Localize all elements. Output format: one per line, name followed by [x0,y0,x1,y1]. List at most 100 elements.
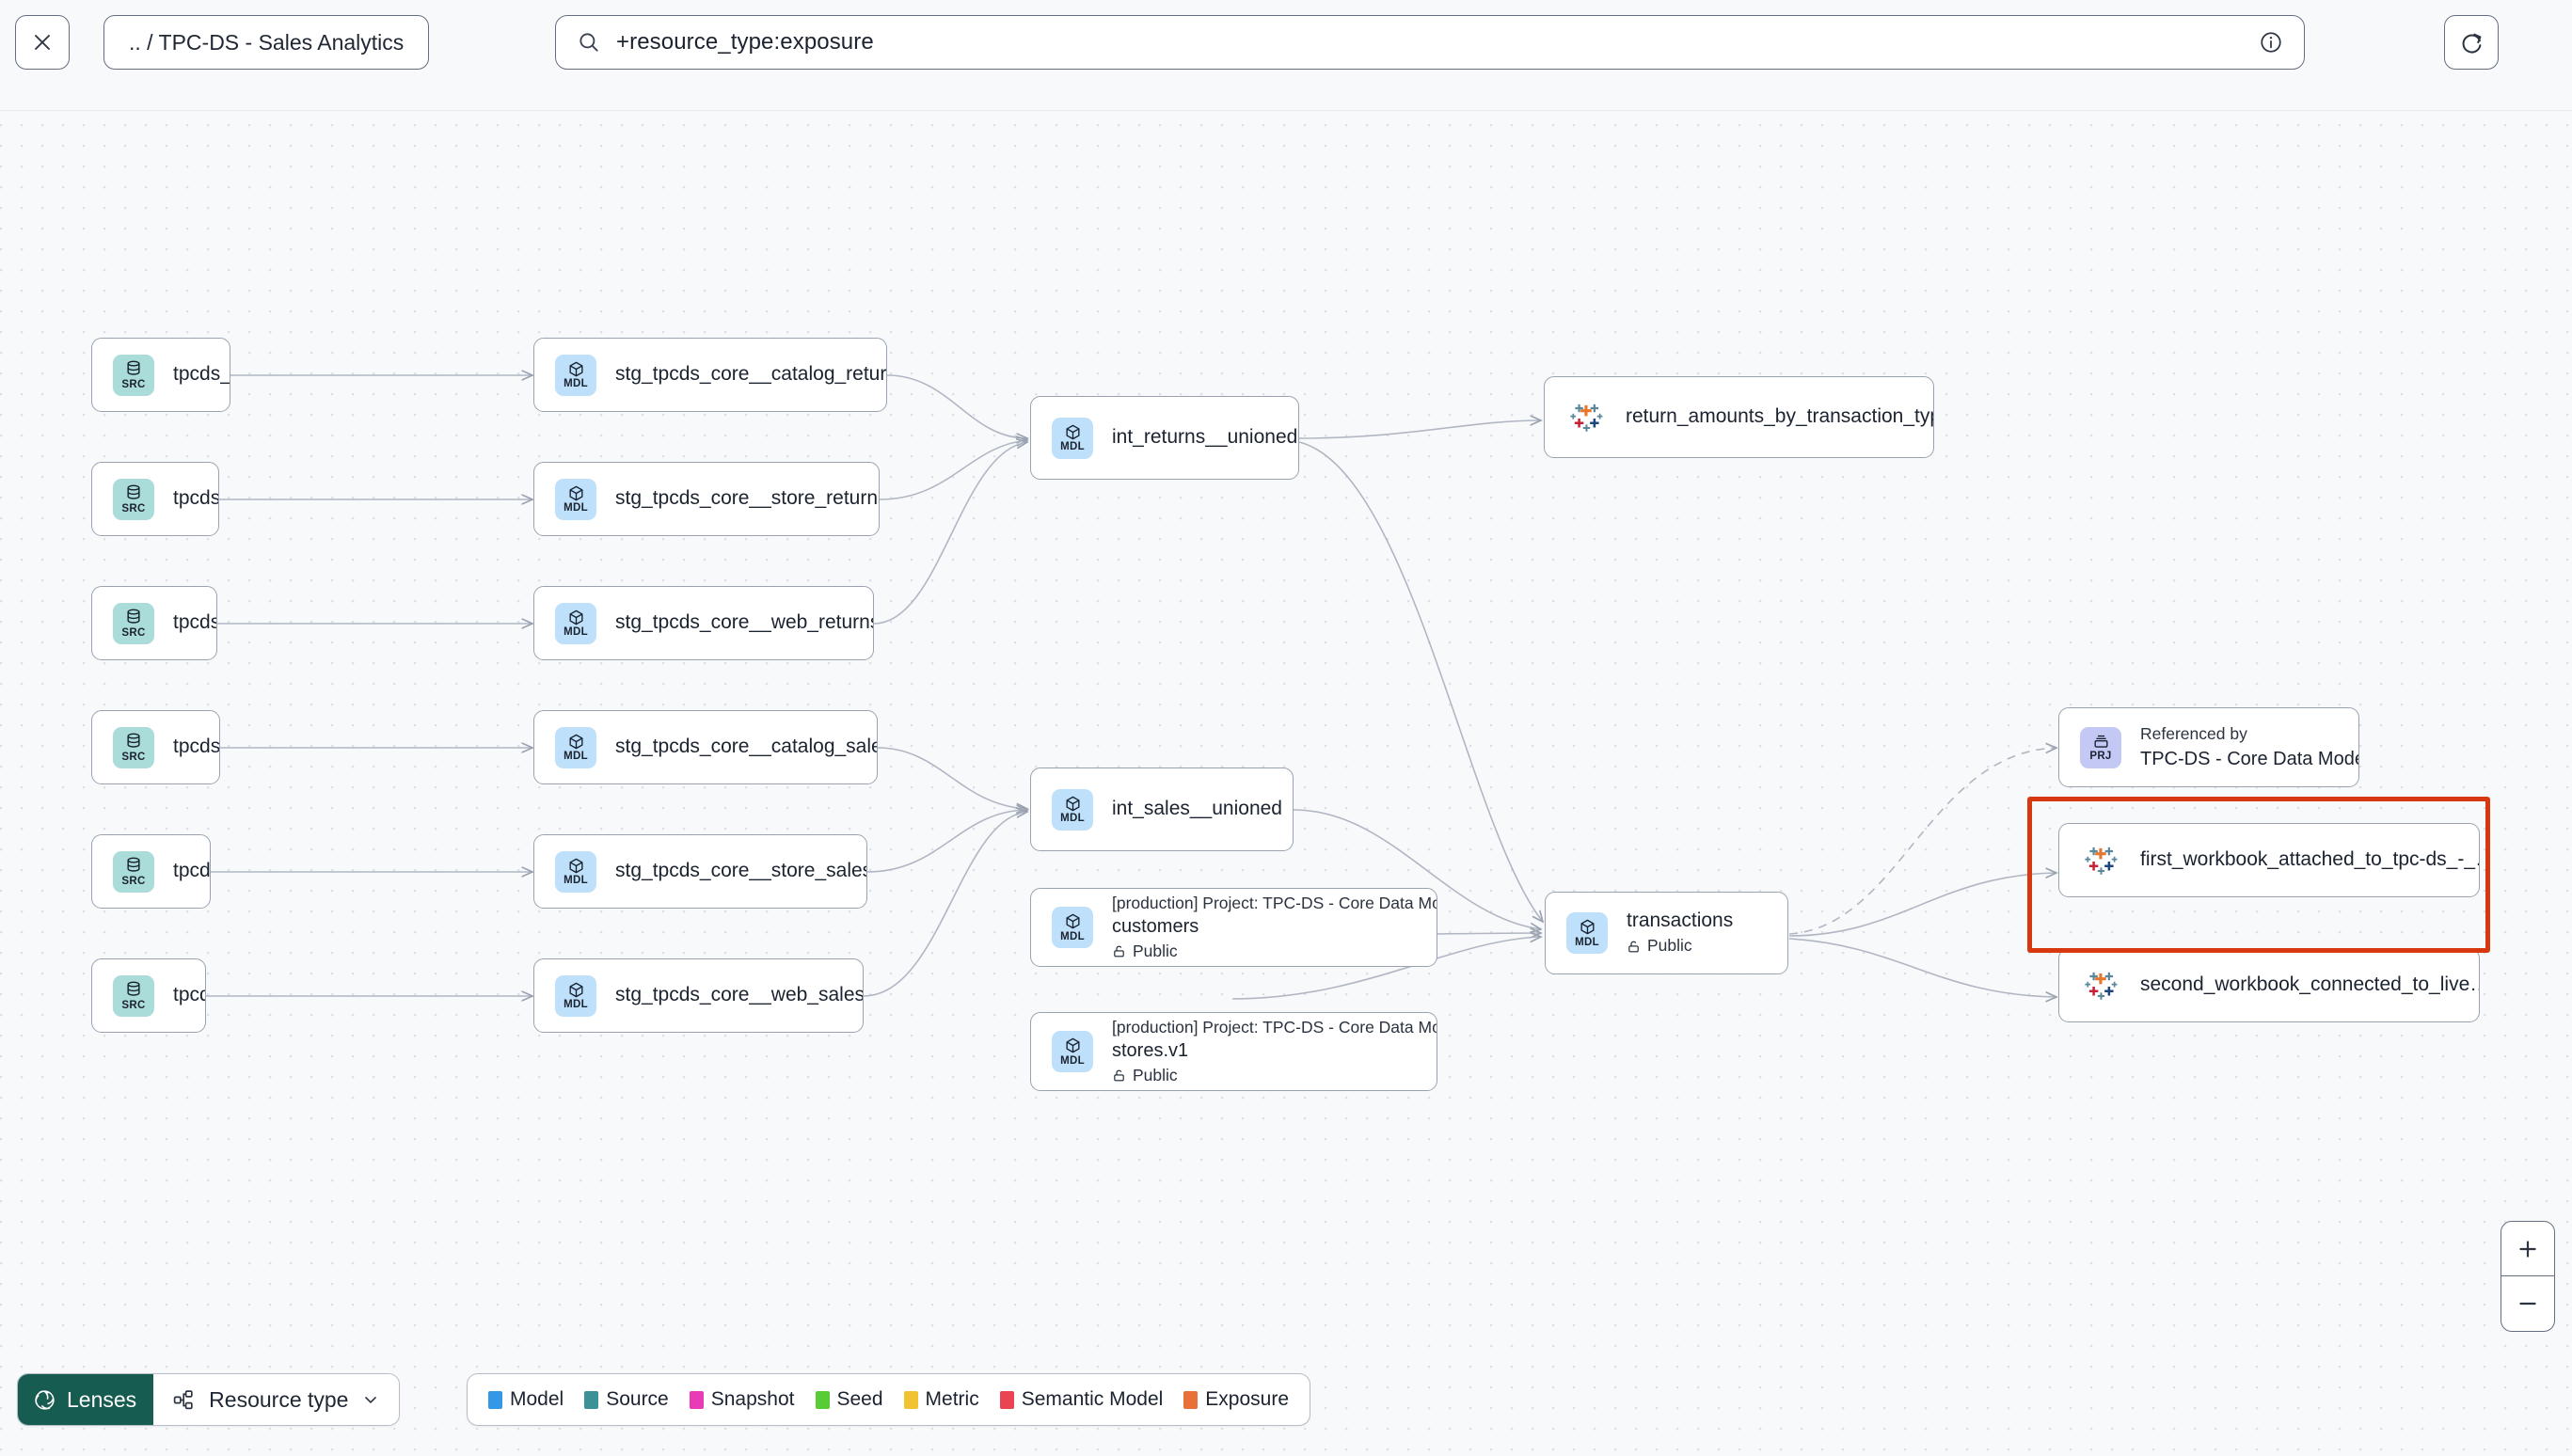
resource-type-legend: Model Source Snapshot Seed Metric Semant… [467,1373,1311,1426]
node-src-catalog-returns[interactable]: SRC tpcds_core.catalog_returns [91,338,230,412]
mdl-badge: MDL [1566,912,1608,954]
node-src-web-sales[interactable]: SRC tpcds_core.web_sales [91,958,206,1033]
node-return-amounts-by-transaction-type[interactable]: return_amounts_by_transaction_type [1544,376,1934,458]
tableau-glyph [2085,847,2118,875]
legend-swatch [689,1390,704,1409]
node-src-store-sales[interactable]: SRC tpcds_core.store_sales [91,834,211,909]
database-icon [127,981,140,996]
cube-icon [1580,919,1595,935]
node-src-store-returns[interactable]: SRC tpcds_core.store_returns [91,462,219,536]
unlock-icon [1628,941,1639,952]
node-access-label: Public [1133,941,1178,960]
node-first-workbook[interactable]: first_workbook_attached_to_tpc-ds_-_… [2058,823,2480,897]
legend-item-snapshot: Snapshot [689,1388,795,1411]
node-title: stg_tpcds_core__web_sales [615,984,863,1006]
mdl-badge: MDL [555,974,596,1017]
legend-label: Exposure [1205,1388,1290,1410]
node-title: TPC-DS - Core Data Models [2140,748,2358,769]
node-src-catalog-sales[interactable]: SRC tpcds_core.catalog_sales [91,710,220,784]
legend-swatch [903,1390,918,1409]
node-stg-catalog-sales[interactable]: MDL stg_tpcds_core__catalog_sales [533,710,878,784]
node-int-sales-unioned[interactable]: MDL int_sales__unioned [1030,768,1294,851]
legend-swatch [1183,1390,1199,1409]
mdl-badge-label: MDL [564,626,588,638]
node-title: tpcds_core.store_sales [173,860,210,882]
close-button[interactable] [15,15,70,70]
cube-icon [568,734,583,749]
database-icon [127,360,140,375]
cube-icon [568,858,583,873]
node-referenced-by-project[interactable]: PRJ Referenced by TPC-DS - Core Data Mod… [2058,707,2359,787]
database-icon [127,609,140,624]
src-badge: SRC [113,354,154,396]
node-stores-v1[interactable]: MDL [production] Project: TPC-DS - Core … [1030,1012,1437,1091]
mdl-badge-label: MDL [1060,813,1085,824]
exposure-selection-highlight [2027,797,2490,953]
breadcrumb[interactable]: .. / TPC-DS - Sales Analytics [103,15,430,70]
src-badge: SRC [113,850,154,893]
lenses-label: Lenses [67,1386,137,1412]
node-stg-store-sales[interactable]: MDL stg_tpcds_core__store_sales [533,834,867,909]
node-title: int_sales__unioned [1112,798,1282,820]
node-src-web-returns[interactable]: SRC tpcds_core.web_returns [91,586,217,660]
tableau-glyph [1570,404,1603,432]
unlock-icon [1114,1069,1124,1082]
mdl-badge-label: MDL [1575,936,1599,948]
info-icon[interactable] [2259,30,2283,55]
cube-icon [1065,424,1080,439]
node-stg-web-sales[interactable]: MDL stg_tpcds_core__web_sales [533,958,864,1033]
legend-item-exposure: Exposure [1183,1388,1289,1411]
src-badge-label: SRC [121,378,146,390]
node-title: tpcds_core.catalog_sales [173,736,219,758]
mdl-badge-label: MDL [1060,441,1085,452]
cube-icon [568,361,583,376]
mdl-badge-label: MDL [564,502,588,514]
mdl-badge: MDL [555,850,596,893]
zoom-controls [2501,1221,2555,1332]
zoom-in-button[interactable] [2501,1222,2554,1276]
close-icon [35,35,50,50]
legend-label: Metric [925,1388,979,1410]
mdl-badge: MDL [555,478,596,520]
node-stg-catalog-returns[interactable]: MDL stg_tpcds_core__catalog_returns [533,338,887,412]
info-circle-icon [2261,32,2281,53]
legend-item-semantic-model: Semantic Model [999,1388,1163,1411]
tableau-glyph [2085,972,2118,1000]
prj-badge: PRJ [2080,726,2121,768]
mdl-badge-label: MDL [564,999,588,1010]
node-title: stores.v1 [1112,1039,1189,1061]
mdl-badge-label: MDL [564,875,588,886]
cube-icon [568,485,583,500]
node-title: stg_tpcds_core__catalog_sales [615,736,877,758]
node-title: return_amounts_by_transaction_type [1626,405,1933,428]
search-value: +resource_type:exposure [616,29,874,55]
node-customers[interactable]: MDL [production] Project: TPC-DS - Core … [1030,888,1437,967]
mdl-badge: MDL [1052,417,1093,459]
node-title: stg_tpcds_core__store_returns [615,487,879,510]
database-icon [127,857,140,872]
node-access: Public [1112,1065,1437,1087]
node-second-workbook[interactable]: second_workbook_connected_to_live… [2058,948,2480,1022]
src-badge-label: SRC [121,875,146,887]
node-stg-store-returns[interactable]: MDL stg_tpcds_core__store_returns [533,462,880,536]
resource-type-dropdown[interactable]: Resource type [153,1374,400,1425]
refresh-button[interactable] [2444,15,2499,70]
database-icon [127,733,140,748]
cube-icon [1065,1037,1080,1053]
legend-swatch [584,1390,599,1409]
legend-item-source: Source [584,1388,669,1411]
node-transactions[interactable]: MDL transactions Public [1545,892,1788,974]
node-stg-web-returns[interactable]: MDL stg_tpcds_core__web_returns [533,586,874,660]
lenses-button[interactable]: Lenses [18,1374,154,1425]
node-int-returns-unioned[interactable]: MDL int_returns__unioned [1030,396,1299,480]
cube-icon [1065,796,1080,811]
node-title: stg_tpcds_core__web_returns [615,611,873,634]
legend-label: Model [510,1388,564,1410]
mdl-badge: MDL [555,726,596,768]
top-toolbar: .. / TPC-DS - Sales Analytics +resource_… [0,0,2572,111]
nodes-icon [173,1389,193,1409]
zoom-out-button[interactable] [2501,1276,2554,1331]
search-input[interactable]: +resource_type:exposure [555,15,2305,70]
node-title: first_workbook_attached_to_tpc-ds_-_… [2140,848,2479,871]
